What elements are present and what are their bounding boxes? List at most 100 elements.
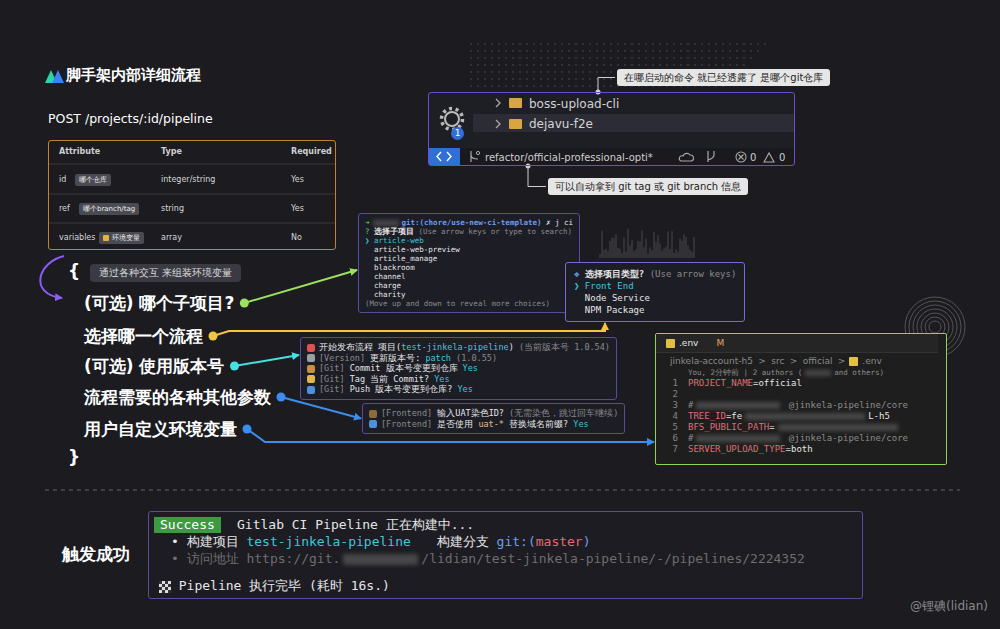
cell-text: Type	[161, 147, 182, 156]
wave-bar	[636, 249, 637, 258]
blur-mark	[805, 370, 831, 376]
line-text: )	[509, 342, 514, 352]
step-item: (可选) 哪个子项目?	[84, 292, 234, 314]
note-badge: 通过各种交互 来组装环境变量	[90, 264, 241, 282]
text-line: article-web-preview	[365, 245, 573, 254]
line-text: >	[838, 356, 846, 366]
line-text: [Version]	[319, 353, 365, 363]
decor-shape	[764, 153, 774, 162]
flag-mark	[159, 581, 171, 593]
line-text: ➜	[365, 218, 370, 227]
decor-shape	[445, 112, 459, 126]
text-line: [Version]更新版本号:patch(1.0.55)	[307, 353, 610, 364]
line-text: patch	[425, 353, 451, 363]
line-text: =both	[786, 444, 813, 454]
wave-bar	[664, 248, 665, 258]
line-text: •	[171, 534, 179, 549]
wave-bar	[654, 232, 655, 258]
line-text: 6	[660, 433, 678, 444]
line-text: L-h5	[868, 411, 890, 421]
text-line: You, 2分钟前 | 2 authors (and others)	[656, 368, 938, 378]
line-text: BFS_PUBLIC_PATH	[688, 422, 769, 432]
cell-text: 0	[750, 152, 756, 163]
decor-shape	[736, 152, 746, 162]
cell-text: Yes	[291, 204, 304, 213]
line-text: (1.0.55)	[456, 353, 497, 363]
line-text: 输入UAT染色ID?	[437, 408, 504, 418]
line-text: M	[716, 338, 724, 348]
line-text: git:(	[497, 534, 536, 549]
text-line: Gitlab CI Pipeline 正在构建中...	[237, 516, 852, 533]
wave-bar	[646, 239, 647, 258]
line-text: 替换域名前缀?	[509, 419, 568, 429]
label-text: POST /projects/:id/pipeline	[48, 111, 213, 126]
wave-bar	[686, 237, 687, 258]
icon-mark	[307, 354, 315, 362]
wave-bar	[618, 248, 619, 258]
wave-bar	[610, 241, 611, 258]
wave-bar	[600, 254, 601, 258]
wave-bar	[694, 237, 695, 258]
line-text: 7	[660, 444, 678, 455]
connector-dot	[240, 299, 249, 308]
line-text: (Use arrow keys or type to search)	[419, 227, 573, 236]
cell-text: 0	[779, 152, 785, 163]
line-text: ❯ article-web	[365, 236, 424, 245]
line-text: (当前版本号 1.0.54)	[519, 342, 610, 352]
node-text: Success	[160, 517, 215, 533]
connector	[234, 355, 299, 366]
section-divider	[45, 490, 960, 491]
callout-box: 在哪启动的命令 就已经透露了 是哪个git仓库	[617, 69, 830, 86]
connector	[213, 323, 605, 336]
line-text: ❖	[574, 269, 579, 279]
line-text: @jinkela-pipeline/core	[789, 400, 908, 410]
wave-bar	[630, 246, 631, 258]
wave-bar	[602, 231, 603, 258]
cell-text: refactor/official-professional-opti*	[485, 152, 653, 163]
text-line: ❯ article-web	[365, 236, 573, 245]
wave-bar	[608, 251, 609, 258]
wave-bar	[628, 229, 629, 258]
step-item: 选择哪一个流程	[84, 325, 203, 347]
connector	[598, 78, 615, 93]
text-line: •构建项目test-jinkela-pipeline构建分支git:(maste…	[171, 533, 852, 550]
ficon-mark	[849, 357, 858, 366]
cell-text: 哪个仓库	[75, 174, 111, 186]
line-text: =official	[753, 378, 802, 388]
cell-text: integer/string	[161, 175, 215, 184]
line-text: 1	[660, 378, 678, 389]
waveform	[600, 229, 694, 258]
text-line: Pipeline 执行完毕 (耗时 16s.)	[159, 577, 852, 594]
line-text: [Git]	[319, 384, 345, 394]
line-text: 项目(	[378, 342, 401, 352]
line-text: Gitlab CI Pipeline 正在构建中...	[237, 517, 474, 532]
text-line: 3#@jinkela-pipeline/core	[656, 400, 938, 411]
line-text: /lidian/test-jinkela-pipeline/-/pipeline…	[421, 551, 805, 566]
line-text: .env	[862, 356, 881, 366]
line-text: article_manage	[365, 254, 437, 263]
line-text: Node Service	[574, 293, 650, 303]
line-text: [Git]	[319, 363, 345, 373]
label-text: }	[68, 447, 80, 467]
text-line: •访问地址https://git./lidian/test-jinkela-pi…	[171, 550, 852, 567]
step-item: 用户自定义环境变量	[84, 418, 237, 440]
wave-bar	[668, 231, 669, 258]
decor-shape	[428, 92, 795, 166]
decor-shape	[509, 119, 522, 129]
line-text: [Git]	[319, 374, 345, 384]
text-line: ❯ Front End	[574, 280, 736, 292]
line-text: >	[758, 356, 766, 366]
blur-mark	[373, 220, 399, 226]
terminal-window: ❖选择项目类型?(Use arrow keys)❯ Front EndNode …	[565, 262, 745, 322]
line-text: git:(chore/use-new-ci-template)	[402, 218, 542, 227]
line-text: official	[803, 356, 833, 366]
line-text: Pipeline 执行完毕 (耗时 16s.)	[179, 578, 390, 593]
decor-shape	[509, 98, 522, 108]
label-text: 触发成功	[62, 543, 130, 566]
editor-window: .envMjinkela-account-h5>src>official>.en…	[655, 333, 947, 465]
cell-text: string	[161, 204, 184, 213]
wave-bar	[626, 251, 627, 258]
line-text: You, 2分钟前 | 2 authors (	[688, 368, 802, 377]
line-text: TREE_ID	[688, 411, 726, 421]
